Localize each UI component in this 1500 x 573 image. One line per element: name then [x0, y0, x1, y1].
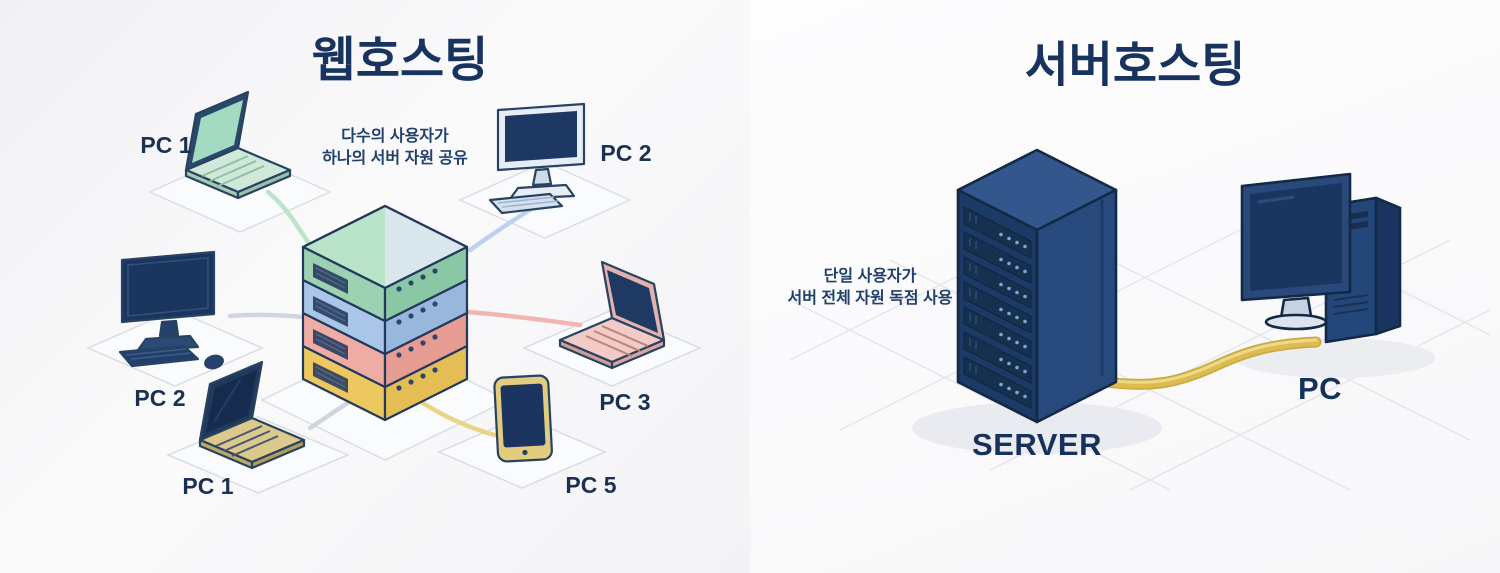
pc1-bottom-label: PC 1: [182, 473, 233, 499]
web-hosting-title: 웹호스팅: [312, 34, 489, 87]
server-layer-green: [301, 204, 469, 323]
server-rack-units: [963, 206, 1032, 409]
pc-label: PC: [1298, 371, 1342, 406]
pc2-top-desktop: [488, 102, 586, 215]
server-hosting-note-line2: 서버 전체 자원 독점 사용: [788, 288, 953, 307]
connection-line-gray-left: [227, 312, 305, 320]
server-tower: [956, 148, 1118, 424]
network-cable: [1088, 336, 1322, 390]
shared-server-stack: [301, 204, 469, 422]
pc3-laptop: [558, 260, 666, 370]
web-hosting-illustration: 웹호스팅 다수의 사용자가 하나의 서버 자원 공유 PC 1 PC 2 PC …: [86, 34, 702, 499]
pc1-top-label: PC 1: [140, 132, 191, 158]
pc5-label: PC 5: [565, 472, 616, 498]
server-hosting-illustration: 서버호스팅 단일 사용자가 서버 전체 자원 독점 사용 SERVER PC: [788, 39, 1491, 491]
pc5-tablet: [493, 374, 553, 463]
pc2-top-label: PC 2: [600, 140, 651, 166]
server-label: SERVER: [972, 427, 1102, 462]
server-leds: [999, 232, 1027, 399]
web-hosting-panel: 웹호스팅 다수의 사용자가 하나의 서버 자원 공유 PC 1 PC 2 PC …: [0, 0, 750, 573]
pc2-left-desktop: [118, 250, 224, 370]
server-shadow: [912, 402, 1162, 454]
server-hosting-panel: 서버호스팅 단일 사용자가 서버 전체 자원 독점 사용 SERVER PC: [750, 0, 1500, 573]
web-hosting-note-line2: 하나의 서버 자원 공유: [322, 149, 468, 167]
server-vents: [969, 213, 977, 374]
pc-monitor: [1240, 172, 1352, 331]
pc3-label: PC 3: [599, 389, 650, 415]
server-hosting-note-line1: 단일 사용자가: [824, 267, 917, 285]
server-hosting-title: 서버호스팅: [1025, 39, 1246, 92]
pc1-top-laptop: [184, 90, 292, 200]
pc2-left-label: PC 2: [134, 385, 185, 411]
pc1-bottom-laptop: [198, 360, 306, 470]
single-pc: [1240, 172, 1402, 344]
connection-line-red: [465, 309, 583, 328]
web-hosting-note-line1: 다수의 사용자가: [341, 127, 449, 145]
